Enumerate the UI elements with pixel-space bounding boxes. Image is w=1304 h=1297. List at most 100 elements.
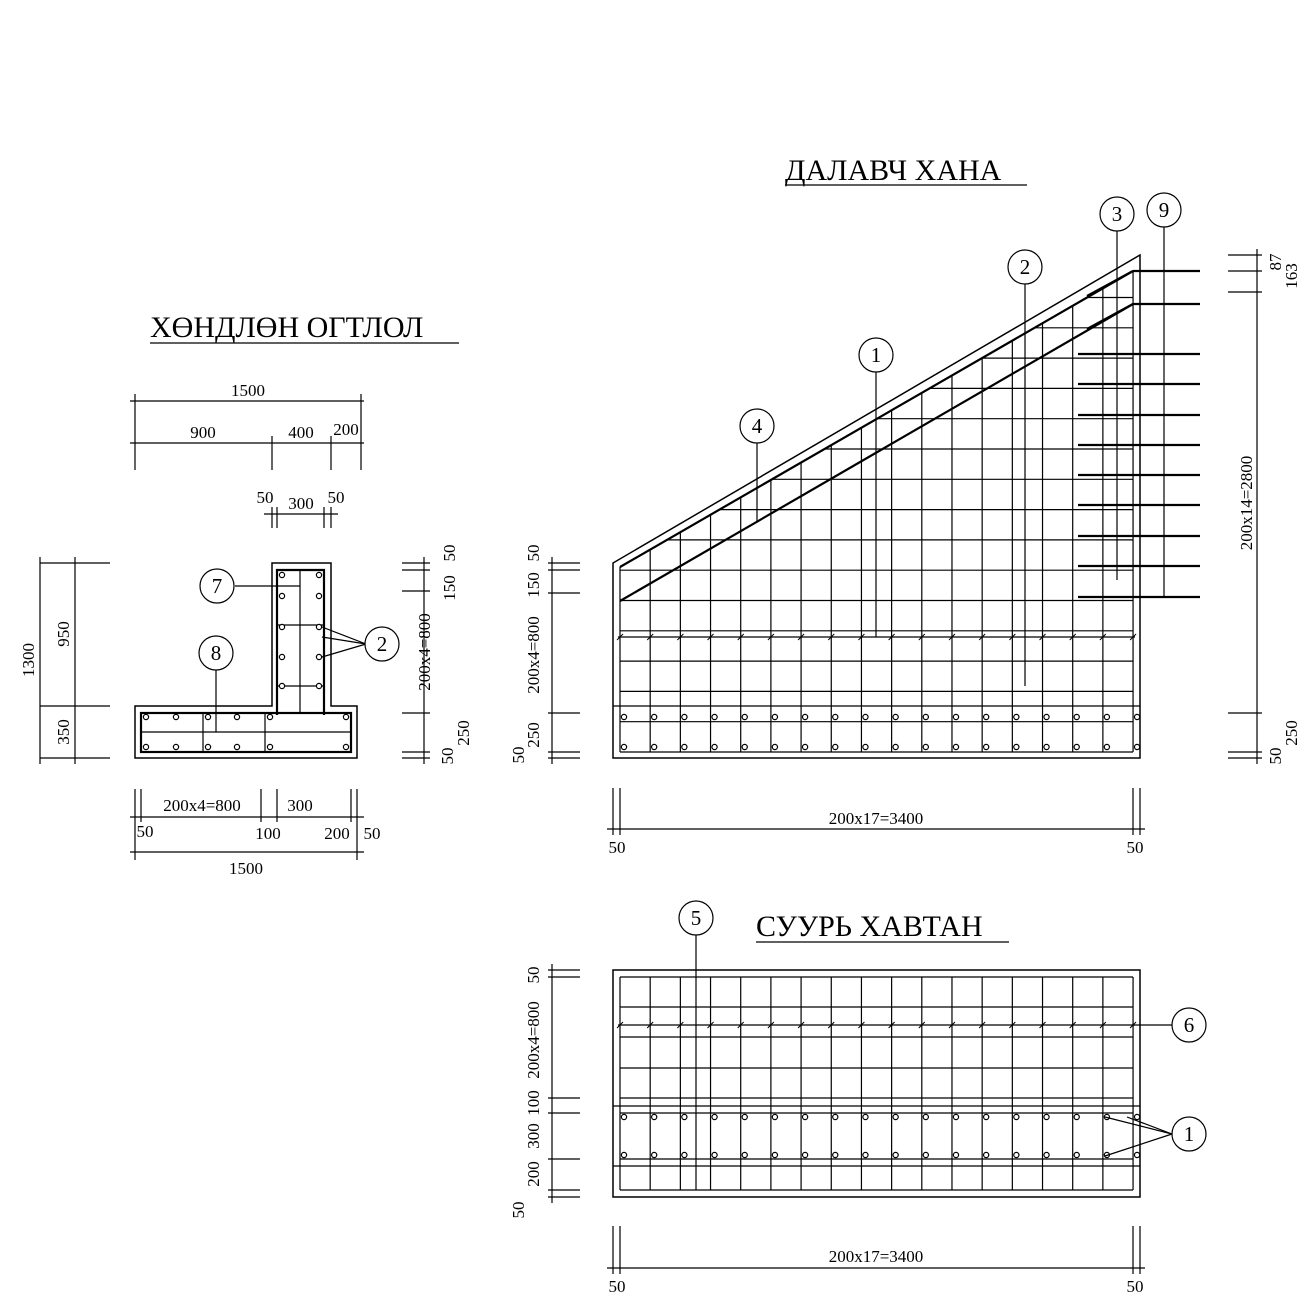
dim-b50r: 50 xyxy=(364,824,381,843)
cross-section: 7 8 2 1500 900 400 200 50 300 50 xyxy=(19,381,473,878)
wall-dot xyxy=(801,713,809,721)
wall-dot xyxy=(801,743,809,751)
wall-dim-r87: 87 xyxy=(1266,253,1285,271)
dim-50b: 50 xyxy=(328,488,345,507)
slab-dot xyxy=(952,1113,960,1121)
slab-dot xyxy=(862,1151,869,1159)
wall-dim-b50r: 50 xyxy=(1127,838,1144,857)
callout-2-bubble xyxy=(364,626,400,662)
section-left-dims xyxy=(39,557,110,764)
slab-dot xyxy=(862,1113,869,1121)
callout-w4: 4 xyxy=(752,414,763,438)
wall-starter-bars xyxy=(1078,269,1200,599)
callout-7-bubble xyxy=(199,568,235,604)
callout-w1-bubble xyxy=(858,337,894,373)
dim-b50: 50 xyxy=(137,822,154,841)
slab-dot xyxy=(650,1113,658,1121)
slab-dot xyxy=(982,1113,990,1121)
callout-f5-bubble xyxy=(678,900,714,936)
slab-left-dims xyxy=(548,964,580,1203)
section-title: ХӨНДЛӨН ОГТЛОЛ xyxy=(150,311,423,344)
wall-dim-l50-bot: 50 xyxy=(509,747,528,764)
slab-dot xyxy=(982,1151,990,1159)
slab-dot xyxy=(711,1151,718,1159)
dim-350: 350 xyxy=(54,719,73,745)
wall-dot xyxy=(1013,743,1020,751)
callout-w9: 9 xyxy=(1159,198,1170,222)
dim-r250: 250 xyxy=(454,720,473,746)
dim-r50-top: 50 xyxy=(440,545,459,562)
section-top-dims xyxy=(130,394,364,528)
slab-dot xyxy=(801,1151,809,1159)
slab-dim-b50r: 50 xyxy=(1127,1277,1144,1296)
wall-right-dims xyxy=(1228,249,1262,764)
wall-title: ДАЛАВЧ ХАНА xyxy=(785,154,1002,187)
slab-dot xyxy=(1073,1151,1080,1159)
dim-400: 400 xyxy=(288,423,314,442)
wall-dim-l800: 200x4=800 xyxy=(524,616,543,694)
wall-dot xyxy=(1043,713,1050,721)
slab-dot xyxy=(741,1151,748,1159)
leader-2-section xyxy=(321,626,367,658)
wall-dot xyxy=(832,743,839,751)
wall-dot xyxy=(1013,713,1020,721)
callout-8-bubble xyxy=(198,635,234,671)
slab-dot xyxy=(1013,1113,1020,1121)
dim-300-top: 300 xyxy=(288,494,314,513)
wall-dot xyxy=(952,743,960,751)
slab-dot xyxy=(681,1113,688,1121)
dim-200-top: 200 xyxy=(333,420,359,439)
slab-dim-l200: 200 xyxy=(524,1161,543,1187)
slab-dot xyxy=(741,1113,748,1121)
dim-r50-bot: 50 xyxy=(438,748,457,765)
wall-dot xyxy=(1043,743,1050,751)
wall-dot xyxy=(741,743,748,751)
wall-dim-r50: 50 xyxy=(1266,748,1285,765)
slab-dot xyxy=(1073,1113,1080,1121)
wall-dim-r2800: 200x14=2800 xyxy=(1237,456,1256,551)
slab-dot xyxy=(892,1151,899,1159)
slab-dot xyxy=(681,1151,688,1159)
slab-dot xyxy=(801,1113,809,1121)
wall-dot xyxy=(650,743,658,751)
wall-dot xyxy=(1133,713,1141,721)
dim-b100: 100 xyxy=(255,824,281,843)
wall-dot xyxy=(1133,743,1141,751)
slab-dot xyxy=(771,1113,779,1121)
callout-w1: 1 xyxy=(871,343,882,367)
slab-dot xyxy=(620,1151,628,1159)
slab-dot xyxy=(1043,1113,1050,1121)
slab-dot xyxy=(832,1113,839,1121)
dim-r800: 200x4=800 xyxy=(415,613,434,691)
callout-w2-bubble xyxy=(1007,249,1043,285)
callout-8: 8 xyxy=(211,641,222,665)
leader-f1 xyxy=(1104,1116,1173,1157)
wall-dim-b50l: 50 xyxy=(609,838,626,857)
wall-dot xyxy=(741,713,748,721)
dim-b1500: 1500 xyxy=(229,859,263,878)
slab-dot xyxy=(952,1151,960,1159)
dim-b200: 200 xyxy=(324,824,350,843)
slab-dot xyxy=(922,1151,930,1159)
slab-dim-l50-bot: 50 xyxy=(509,1202,528,1219)
slab-dim-b50l: 50 xyxy=(609,1277,626,1296)
wall-dot xyxy=(1073,713,1080,721)
slab-dot xyxy=(650,1151,658,1159)
wall-dim-bottom: 200x17=3400 xyxy=(829,809,924,828)
wall-dot xyxy=(771,713,779,721)
callout-f1: 1 xyxy=(1184,1122,1195,1146)
callout-2: 2 xyxy=(377,632,388,656)
callout-f1-bubble xyxy=(1171,1116,1207,1152)
dim-1500-top: 1500 xyxy=(231,381,265,400)
wall-dot xyxy=(862,743,869,751)
wall-dim-l50-top: 50 xyxy=(524,545,543,562)
dim-50a: 50 xyxy=(257,488,274,507)
slab-dim-l100: 100 xyxy=(524,1090,543,1116)
wall-outline xyxy=(612,253,1141,759)
slab-dim-l300: 300 xyxy=(524,1123,543,1149)
wall-dim-l150: 150 xyxy=(524,572,543,598)
wall-dot xyxy=(892,743,899,751)
wall-dot xyxy=(711,713,718,721)
wall-dot xyxy=(922,743,930,751)
